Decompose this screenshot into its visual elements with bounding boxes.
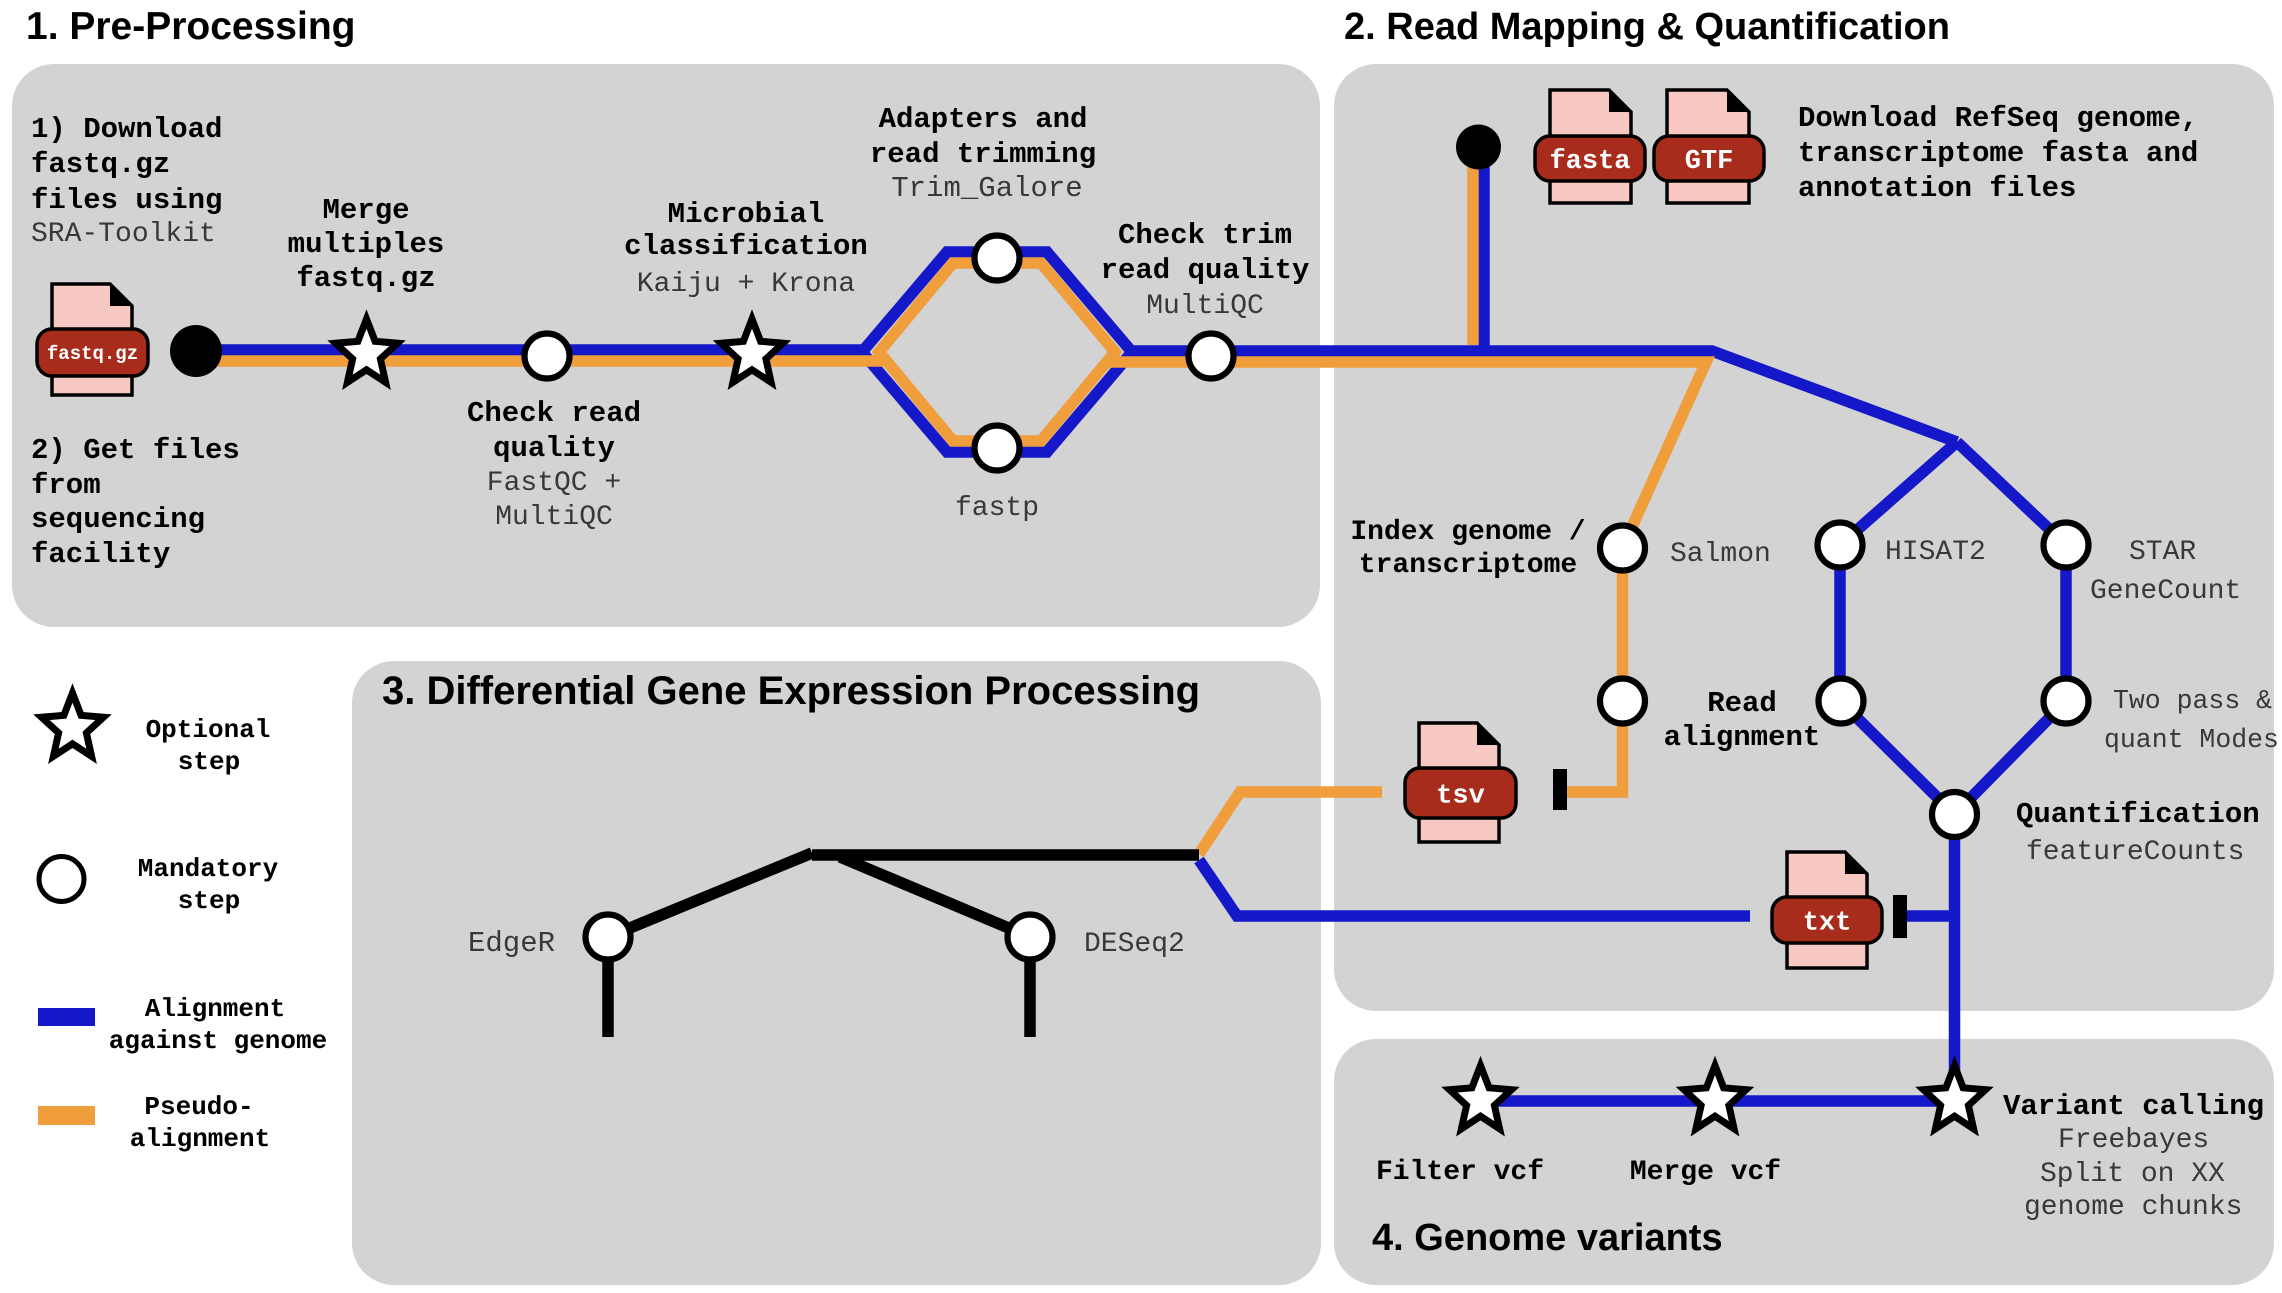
svg-text:read quality: read quality [1101,254,1310,287]
svg-text:STAR: STAR [2129,537,2196,568]
svg-text:transcriptome fasta and: transcriptome fasta and [1798,137,2198,170]
svg-text:4. Genome variants: 4. Genome variants [1372,1217,1723,1259]
svg-text:Read: Read [1707,687,1777,720]
svg-text:step: step [178,747,240,777]
svg-text:Salmon: Salmon [1670,539,1771,570]
svg-text:1. Pre-Processing: 1. Pre-Processing [26,5,355,48]
svg-text:fasta: fasta [1549,147,1630,177]
svg-text:fastq.gz: fastq.gz [47,343,138,365]
svg-text:HISAT2: HISAT2 [1885,537,1986,568]
svg-text:2) Get files: 2) Get files [31,434,240,467]
svg-text:Merge: Merge [322,194,409,227]
svg-text:against genome: against genome [109,1026,327,1056]
svg-text:classification: classification [624,230,868,263]
svg-text:Pseudo-: Pseudo- [144,1092,253,1122]
svg-text:Trim_Galore: Trim_Galore [891,172,1082,205]
svg-text:facility: facility [31,538,170,571]
svg-text:Variant calling: Variant calling [2003,1090,2264,1123]
svg-text:alignment: alignment [1664,721,1821,754]
svg-text:Freebayes: Freebayes [2058,1125,2209,1156]
svg-text:Two pass &: Two pass & [2113,686,2272,716]
svg-text:MultiQC: MultiQC [495,502,613,533]
svg-text:fastq.gz: fastq.gz [31,148,170,181]
svg-text:Microbial: Microbial [668,198,825,231]
svg-text:tsv: tsv [1436,782,1485,812]
svg-text:MultiQC: MultiQC [1146,291,1264,322]
svg-text:txt: txt [1803,909,1852,939]
svg-text:Optional: Optional [146,715,271,745]
svg-text:annotation files: annotation files [1798,172,2076,205]
svg-text:read trimming: read trimming [870,138,1096,171]
svg-text:SRA-Toolkit: SRA-Toolkit [31,219,216,250]
svg-text:fastp: fastp [955,493,1039,524]
svg-text:Adapters and: Adapters and [879,103,1088,136]
svg-text:FastQC +: FastQC + [487,468,621,499]
svg-text:multiples: multiples [288,228,445,261]
svg-text:from: from [31,469,101,502]
svg-text:Split on XX: Split on XX [2040,1159,2225,1190]
svg-text:Quantification: Quantification [2016,798,2260,831]
svg-text:files using: files using [31,184,222,217]
svg-text:Merge vcf: Merge vcf [1630,1157,1781,1188]
svg-text:featureCounts: featureCounts [2026,837,2244,868]
svg-text:quant Modes: quant Modes [2104,725,2279,755]
svg-text:genome chunks: genome chunks [2024,1192,2242,1223]
svg-text:Alignment: Alignment [145,994,285,1024]
svg-text:1) Download: 1) Download [31,113,222,146]
svg-text:Download RefSeq genome,: Download RefSeq genome, [1798,102,2198,135]
svg-text:Filter vcf: Filter vcf [1376,1157,1544,1188]
svg-text:quality: quality [493,432,615,465]
svg-text:EdgeR: EdgeR [468,927,555,960]
svg-text:GTF: GTF [1685,147,1734,177]
svg-text:Kaiju + Krona: Kaiju + Krona [637,269,855,300]
svg-text:fastq.gz: fastq.gz [296,262,435,295]
svg-text:Check trim: Check trim [1118,219,1292,252]
svg-text:transcriptome: transcriptome [1359,550,1577,581]
svg-text:sequencing: sequencing [31,503,205,536]
svg-text:GeneCount: GeneCount [2090,576,2241,607]
svg-text:DESeq2: DESeq2 [1084,929,1185,960]
svg-text:3. Differential Gene Expressio: 3. Differential Gene Expression Processi… [382,669,1200,713]
svg-text:Index genome /: Index genome / [1350,517,1585,548]
svg-text:step: step [178,886,240,916]
svg-text:2. Read Mapping & Quantificati: 2. Read Mapping & Quantification [1344,6,1950,48]
svg-text:Mandatory: Mandatory [138,854,279,884]
svg-text:Check read: Check read [467,397,641,430]
svg-text:alignment: alignment [130,1124,270,1154]
